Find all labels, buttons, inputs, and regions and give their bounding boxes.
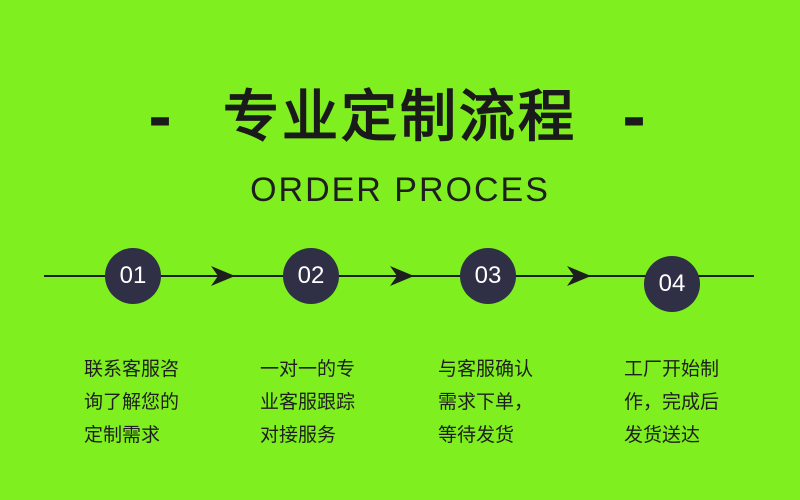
step-02-line-2: 业客服跟踪 [260, 391, 356, 413]
step-01-line-3: 定制需求 [84, 424, 161, 446]
step-02-line-1: 一对一的专 [260, 358, 356, 380]
step-number-01: 01 [105, 248, 161, 304]
step-description-01: 联系客服咨 询了解您的 定制需求 [84, 353, 212, 452]
arrow-icon-2 [390, 266, 414, 286]
step-04-line-2: 作，完成后 [624, 391, 720, 413]
step-03-line-1: 与客服确认 [438, 358, 534, 380]
step-03-line-3: 等待发货 [438, 424, 515, 446]
title-left-dash: - [148, 84, 173, 152]
step-description-03: 与客服确认 需求下单， 等待发货 [438, 353, 566, 452]
step-description-02: 一对一的专 业客服跟踪 对接服务 [260, 353, 388, 452]
step-number-03: 03 [460, 248, 516, 304]
arrow-icon-3 [567, 266, 591, 286]
timeline-line [44, 266, 754, 286]
step-04-line-1: 工厂开始制 [624, 358, 720, 380]
step-03-line-2: 需求下单， [438, 391, 534, 413]
step-description-04: 工厂开始制 作，完成后 发货送达 [624, 353, 752, 452]
title-row: - 专业定制流程 - [0, 78, 800, 158]
step-number-04: 04 [644, 256, 700, 312]
step-01-line-1: 联系客服咨 [84, 358, 180, 380]
step-number-02: 02 [283, 248, 339, 304]
step-04-line-3: 发货送达 [624, 424, 701, 446]
arrow-icon-1 [211, 266, 235, 286]
process-timeline: 01 02 03 04 [0, 240, 800, 320]
step-02-line-3: 对接服务 [260, 424, 337, 446]
step-01-line-2: 询了解您的 [84, 391, 180, 413]
page-title: 专业定制流程 [223, 85, 577, 150]
title-right-dash: - [622, 84, 647, 152]
page-subtitle: ORDER PROCES [250, 171, 550, 209]
